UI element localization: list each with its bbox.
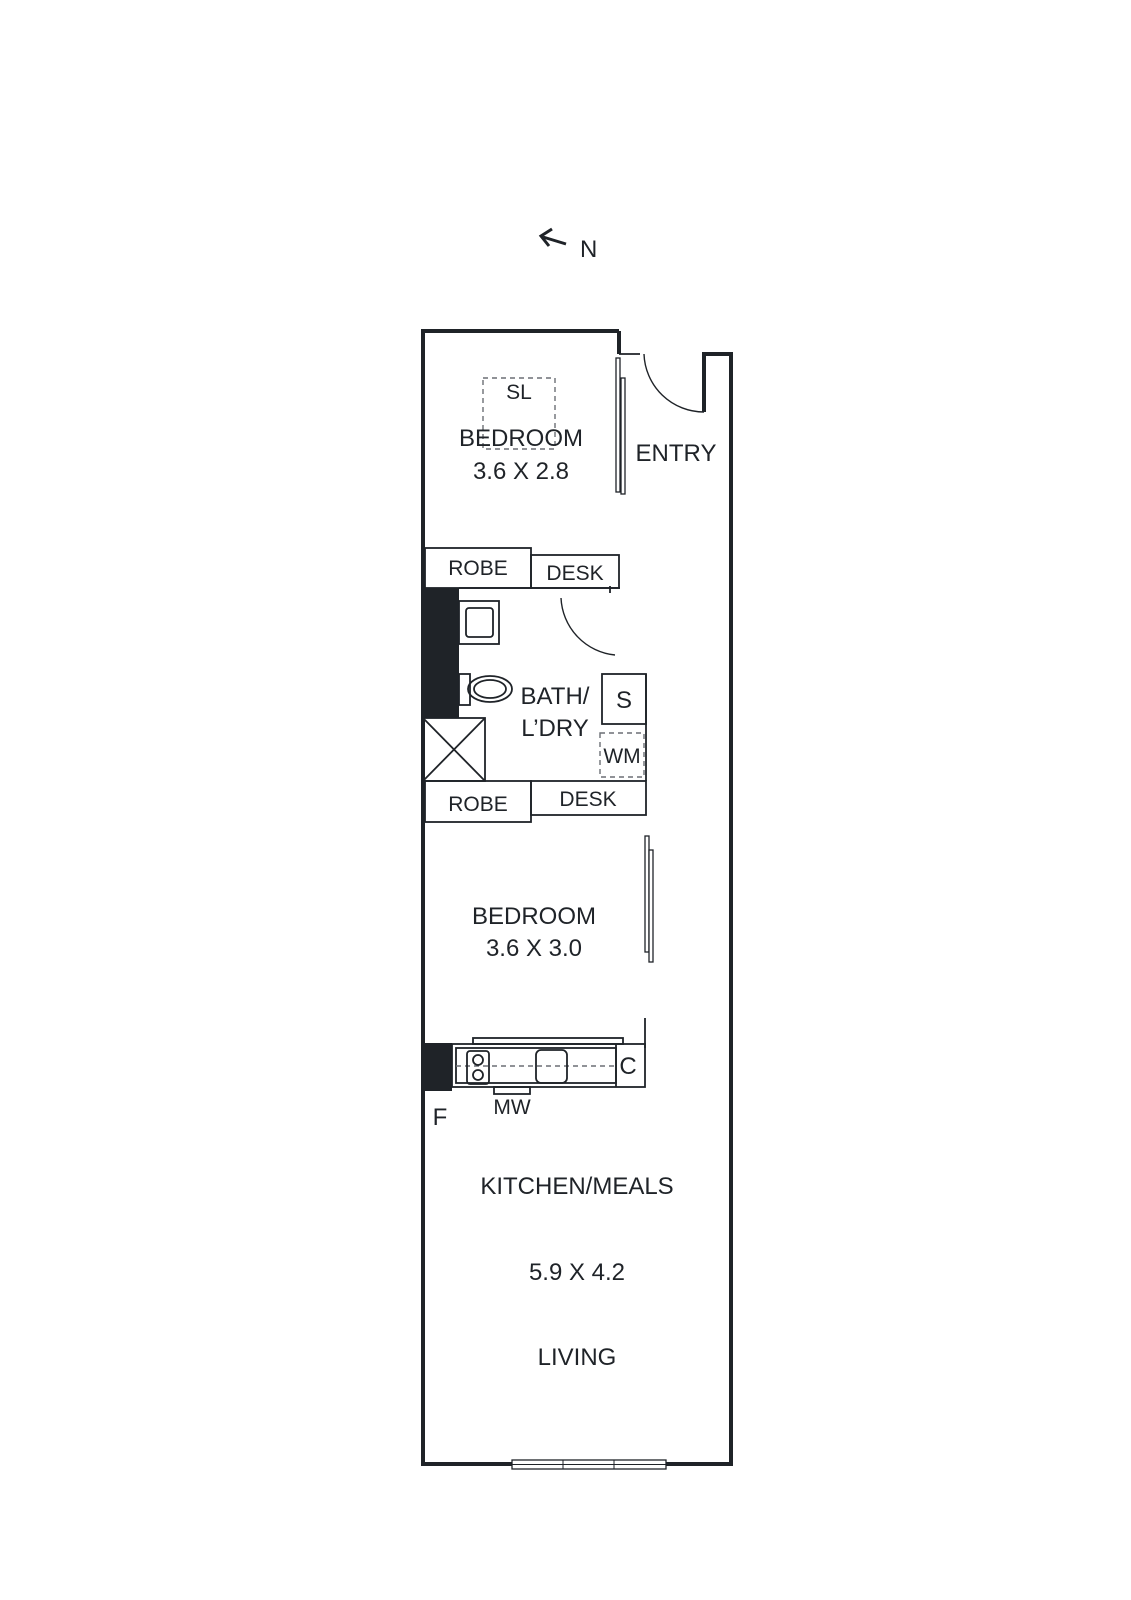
skylight-label: SL xyxy=(506,381,532,404)
bath-label-line1: BATH/ xyxy=(521,683,590,710)
bath-door-icon xyxy=(560,597,616,656)
shower-outline xyxy=(422,717,486,782)
desk2-label: DESK xyxy=(559,788,616,811)
bedroom1-sliding-door-icon xyxy=(615,357,626,495)
compass-label: N xyxy=(580,236,597,263)
north-arrow-icon xyxy=(538,227,567,247)
fridge-label: F xyxy=(433,1104,448,1131)
vanity-basin-icon xyxy=(458,600,500,645)
washing-machine-outline xyxy=(599,732,645,778)
entry-door-icon xyxy=(643,353,705,413)
fridge-solid xyxy=(423,1043,452,1091)
microwave-outline xyxy=(493,1086,531,1095)
desk2-outline xyxy=(530,780,647,816)
bedroom2-size: 3.6 X 3.0 xyxy=(486,935,582,962)
kitchen-size: 5.9 X 4.2 xyxy=(529,1259,625,1286)
outer-wall xyxy=(421,329,733,1466)
robe1-label: ROBE xyxy=(448,557,508,580)
living-window-icon xyxy=(511,1459,667,1470)
skylight-outline xyxy=(482,377,556,450)
washing-machine-label: WM xyxy=(603,745,640,768)
bath-solid-wall xyxy=(423,588,459,718)
bedroom2-sliding-door-icon xyxy=(644,835,654,963)
kitchen-name: KITCHEN/MEALS xyxy=(480,1173,673,1200)
desk1-label: DESK xyxy=(546,562,603,585)
cooktop-icon xyxy=(466,1050,490,1085)
bedroom1-size: 3.6 X 2.8 xyxy=(473,458,569,485)
bath-label-line2: L’DRY xyxy=(521,715,589,742)
microwave-label: MW xyxy=(493,1096,530,1119)
entry-label: ENTRY xyxy=(636,440,717,467)
toilet-icon xyxy=(458,673,513,706)
living-name: LIVING xyxy=(538,1344,617,1371)
cooktop-c-label: C xyxy=(619,1053,636,1080)
kitchen-bench xyxy=(451,1043,646,1088)
bedroom2-name: BEDROOM xyxy=(472,903,596,930)
kitchen-sink-icon xyxy=(535,1049,568,1084)
shower-s-label: S xyxy=(616,687,632,714)
robe2-label: ROBE xyxy=(448,793,508,816)
bedroom1-name: BEDROOM xyxy=(459,425,583,452)
bench-top-edge xyxy=(472,1037,624,1045)
